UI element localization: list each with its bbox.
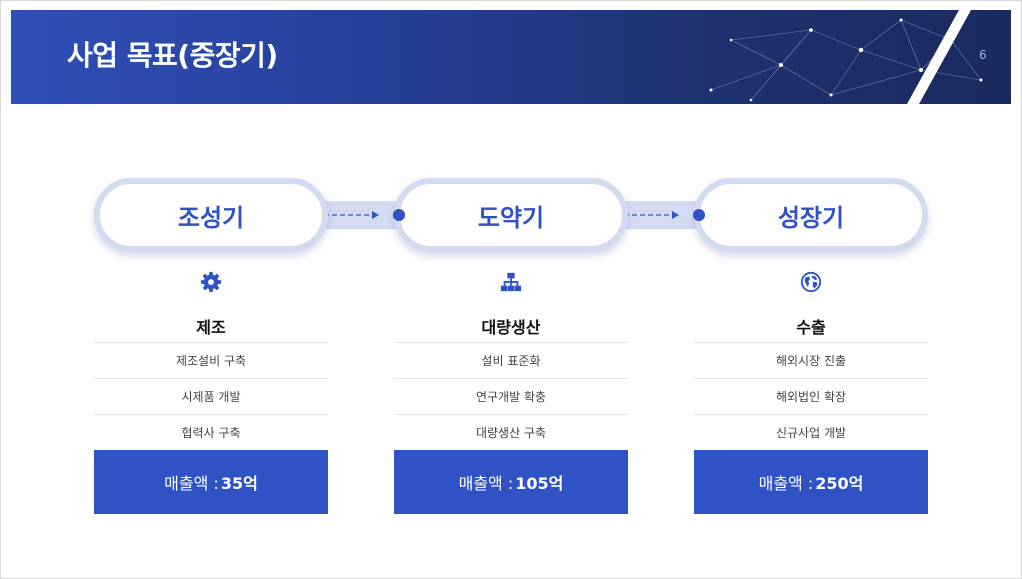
- globe-icon: [800, 271, 822, 293]
- page-title: 사업 목표(중장기): [67, 39, 278, 72]
- org-chart-icon: [500, 272, 522, 292]
- stage-pill-2: 도약기: [394, 178, 628, 252]
- stage-label: 조성기: [177, 203, 245, 232]
- diagonal-stripe: [907, 10, 971, 104]
- sales-value: 105억: [515, 474, 564, 493]
- stage-title: 대량생산: [481, 318, 541, 337]
- sales-box: 매출액 : 105억: [394, 450, 628, 514]
- stage-title: 수출: [796, 318, 826, 337]
- list-item: 연구개발 확충: [394, 378, 628, 415]
- stage-title: 제조: [196, 318, 226, 337]
- list-item: 해외시장 진출: [694, 342, 928, 379]
- sales-box: 매출액 : 250억: [694, 450, 928, 514]
- network-decoration: [709, 18, 983, 102]
- stage-pill-1: 조성기: [94, 178, 328, 252]
- list-item: 설비 표준화: [394, 342, 628, 379]
- connector-dot-2: [693, 209, 705, 221]
- sales-label: 매출액 :: [458, 474, 514, 493]
- list-item: 시제품 개발: [94, 378, 328, 415]
- sales-value: 35억: [220, 474, 258, 493]
- sales-value: 250억: [815, 474, 864, 493]
- connector-dot-1b: [393, 209, 405, 221]
- stage-label: 도약기: [477, 203, 545, 232]
- list-item: 협력사 구축: [94, 414, 328, 451]
- sales-label: 매출액 :: [164, 474, 219, 493]
- list-item: 신규사업 개발: [694, 414, 928, 451]
- list-item: 해외법인 확장: [694, 378, 928, 415]
- connector-arrow-1: [324, 211, 379, 219]
- gear-icon: [200, 271, 222, 293]
- sales-label: 매출액 :: [758, 474, 814, 493]
- stage-pill-3: 성장기: [694, 178, 928, 252]
- sales-box: 매출액 : 35억: [94, 450, 328, 514]
- page-number: 6: [979, 48, 987, 62]
- list-item: 제조설비 구축: [94, 342, 328, 379]
- slide-header: 사업 목표(중장기) 6: [11, 10, 1011, 104]
- list-item: 대량생산 구축: [394, 414, 628, 451]
- stage-label: 성장기: [777, 203, 845, 232]
- connector-arrow-2: [624, 211, 679, 219]
